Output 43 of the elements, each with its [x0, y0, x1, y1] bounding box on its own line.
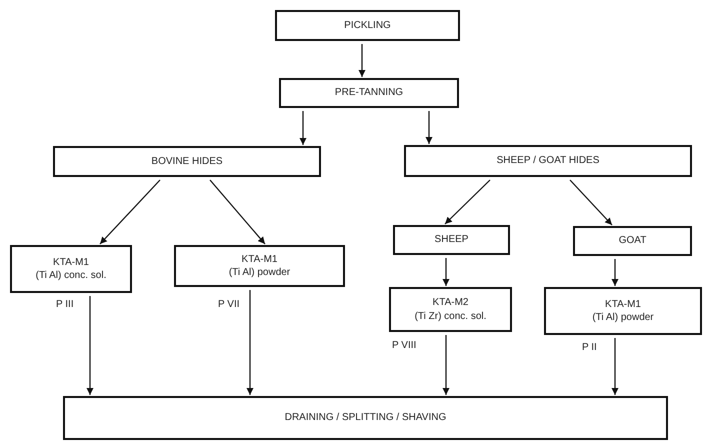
arrow — [444, 180, 490, 224]
process-box — [544, 287, 702, 335]
arrow — [612, 259, 618, 286]
process-box — [174, 245, 345, 287]
arrow — [300, 111, 306, 145]
box-label: GOAT — [618, 235, 646, 247]
arrow — [442, 258, 450, 286]
box-label: SHEEP — [434, 234, 468, 246]
process-box — [573, 226, 692, 256]
arrow — [246, 290, 254, 395]
process-box — [404, 145, 692, 177]
arrow — [442, 335, 450, 395]
box-label: DRAINING / SPLITTING / SHAVING — [284, 412, 446, 424]
box-label: KTA-M2 — [432, 297, 468, 308]
edge-label: P VIII — [392, 340, 416, 351]
process-box — [275, 10, 460, 41]
box-sublabel: (Ti Al) powder — [228, 267, 290, 278]
edge-label: P II — [582, 342, 597, 353]
box-label: SHEEP / GOAT HIDES — [496, 155, 600, 167]
arrow — [100, 180, 160, 244]
arrow — [210, 180, 266, 244]
edge-label: P III — [56, 299, 74, 310]
box-label: KTA-M1 — [605, 298, 641, 310]
box-label: PRE-TANNING — [334, 87, 404, 99]
arrow — [612, 338, 618, 395]
process-box — [63, 396, 668, 440]
box-label: PICKLING — [344, 20, 391, 32]
process-box — [393, 225, 510, 255]
box-sublabel: (Ti Zr) conc. sol. — [414, 310, 486, 322]
box-sublabel: (Ti Al) powder — [592, 312, 654, 324]
edge-label: P VII — [218, 299, 240, 310]
box-label: KTA-M1 — [53, 256, 89, 268]
arrow — [426, 111, 432, 144]
process-box — [10, 245, 132, 293]
box-label: KTA-M1 — [242, 254, 278, 265]
arrow — [86, 296, 94, 395]
box-label: BOVINE HIDES — [151, 156, 223, 168]
process-box — [279, 78, 459, 108]
box-sublabel: (Ti Al) conc. sol. — [36, 270, 106, 282]
arrow — [570, 180, 612, 226]
process-box — [53, 146, 321, 177]
arrow — [358, 44, 366, 77]
process-box — [389, 287, 512, 332]
